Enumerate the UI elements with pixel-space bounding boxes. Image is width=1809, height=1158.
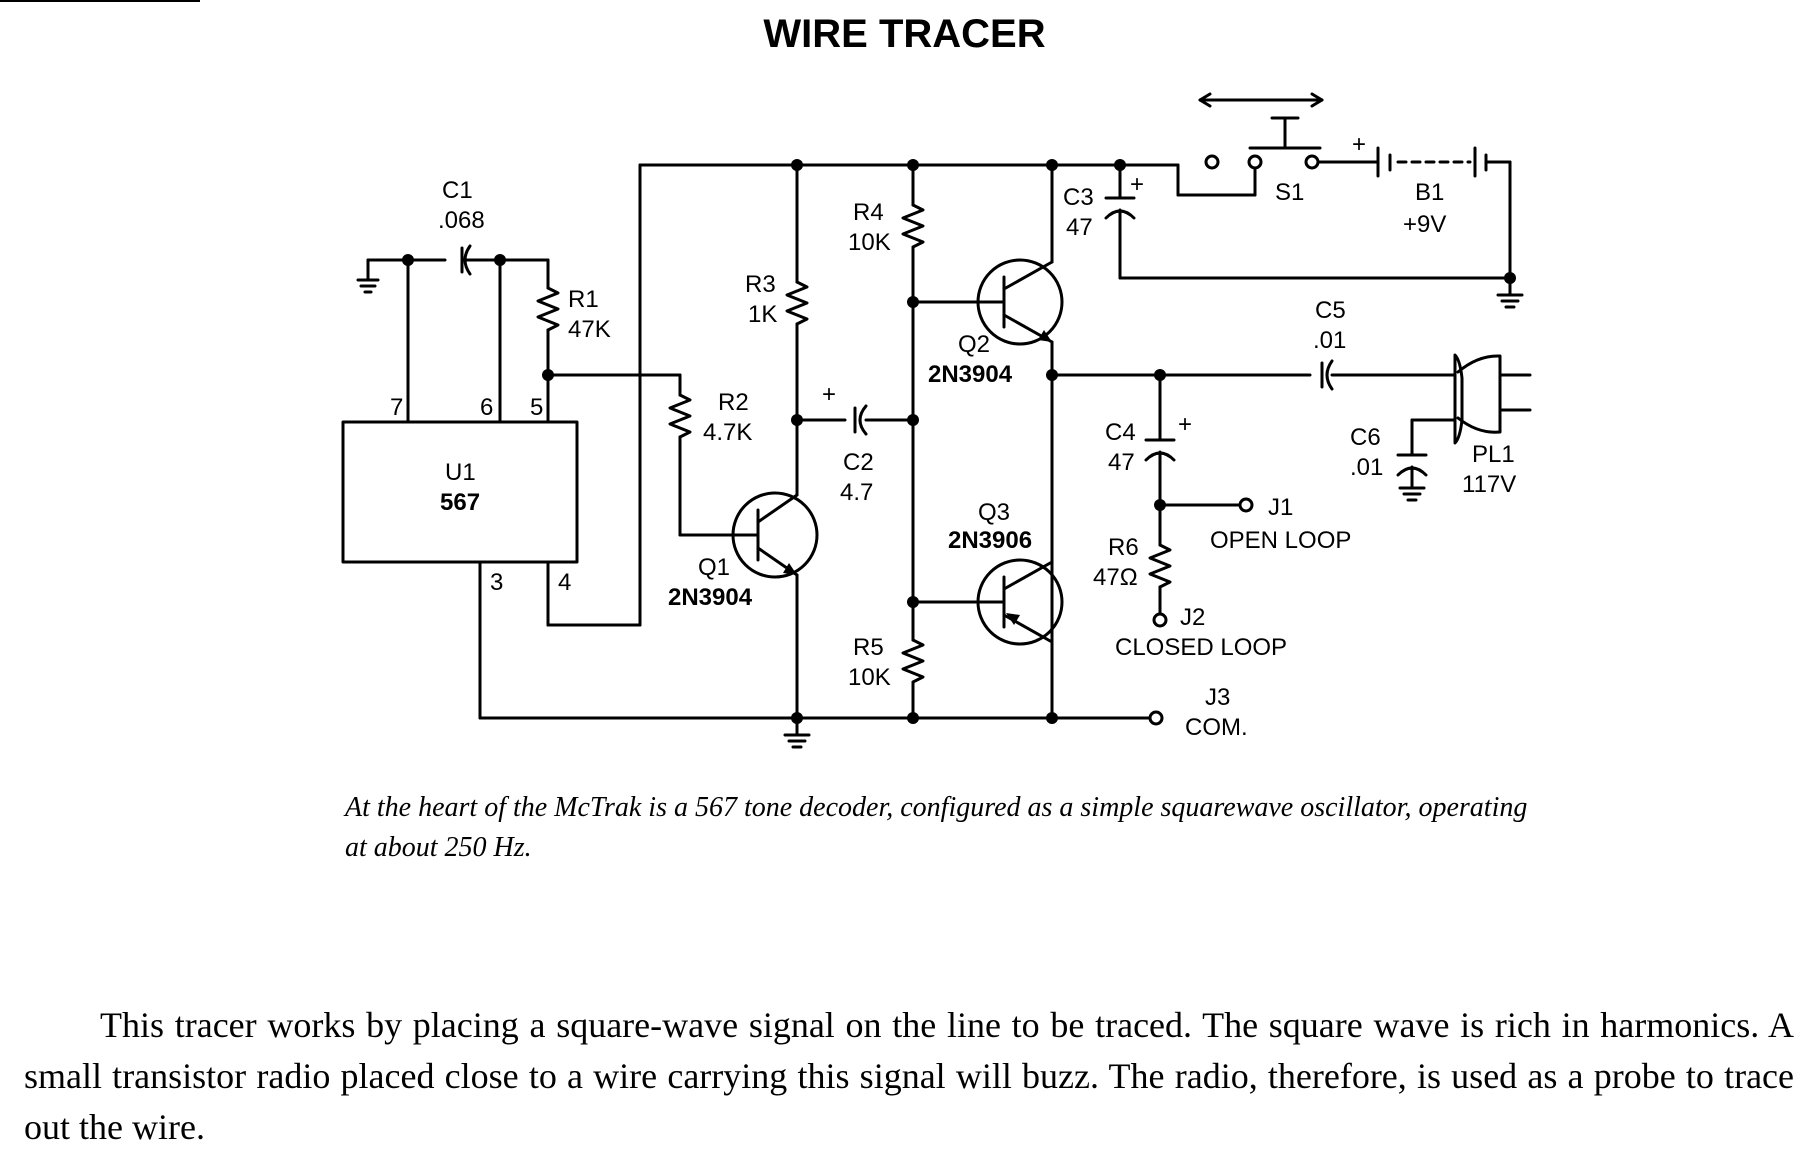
q1-ref: Q1 (698, 554, 730, 581)
r3-ref: R3 (745, 271, 776, 298)
c4-ref: C4 (1105, 419, 1136, 446)
r2-value: 4.7K (703, 419, 752, 446)
pl1-value: 117V (1462, 471, 1516, 498)
j3-ref: J3 (1205, 684, 1230, 711)
c3-value: 47 (1066, 214, 1093, 241)
q3-value: 2N3906 (948, 527, 1032, 554)
q1-value: 2N3904 (668, 584, 753, 611)
j3-label: COM. (1185, 714, 1248, 741)
j2-label: CLOSED LOOP (1115, 634, 1287, 661)
b1-ref: B1 (1415, 179, 1444, 206)
j1-ref: J1 (1268, 494, 1293, 521)
j1-label: OPEN LOOP (1210, 527, 1351, 554)
c4-value: 47 (1108, 449, 1135, 476)
pl1-ref: PL1 (1472, 441, 1515, 468)
c2-polarity: + (822, 381, 836, 408)
u1-pin-7: 7 (390, 394, 403, 421)
c4-polarity: + (1178, 411, 1192, 438)
r5-ref: R5 (853, 634, 884, 661)
body-paragraph: This tracer works by placing a square-wa… (24, 1000, 1794, 1153)
r2-ref: R2 (718, 389, 749, 416)
b1-polarity: + (1352, 131, 1366, 158)
r1-ref: R1 (568, 286, 599, 313)
u1-ref: U1 (445, 459, 476, 486)
r5-value: 10K (848, 664, 891, 691)
u1-pin-4: 4 (558, 569, 571, 596)
c2-ref: C2 (843, 449, 874, 476)
c3-polarity: + (1130, 171, 1144, 198)
s1-ref: S1 (1275, 179, 1304, 206)
r6-ref: R6 (1108, 534, 1139, 561)
r4-ref: R4 (853, 199, 884, 226)
u1-pin-6: 6 (480, 394, 493, 421)
c1-ref: C1 (442, 177, 473, 204)
c1-value: .068 (438, 207, 485, 234)
q2-ref: Q2 (958, 331, 990, 358)
c6-ref: C6 (1350, 424, 1381, 451)
diagram-title: WIRE TRACER (763, 12, 1046, 56)
page-top-rule (0, 0, 200, 2)
q2-value: 2N3904 (928, 361, 1013, 388)
c5-value: .01 (1313, 327, 1346, 354)
wire-tracer-schematic: C1 .068 R1 47K 7 6 5 3 4 U1 567 R2 4.7K … (341, 92, 1532, 749)
r3-value: 1K (748, 301, 777, 328)
c3-ref: C3 (1063, 184, 1094, 211)
u1-pin-3: 3 (490, 569, 503, 596)
c2-value: 4.7 (840, 479, 873, 506)
c5-ref: C5 (1315, 297, 1346, 324)
body-paragraph-text: This tracer works by placing a square-wa… (24, 1005, 1794, 1147)
q3-ref: Q3 (978, 499, 1010, 526)
u1-pin-5: 5 (530, 394, 543, 421)
r1-value: 47K (568, 316, 611, 343)
r6-value: 47Ω (1093, 564, 1138, 591)
j2-ref: J2 (1180, 604, 1205, 631)
u1-value: 567 (440, 489, 480, 516)
b1-value: +9V (1403, 211, 1446, 238)
c6-value: .01 (1350, 454, 1383, 481)
figure-caption: At the heart of the McTrak is a 567 tone… (345, 792, 1528, 863)
r4-value: 10K (848, 229, 891, 256)
